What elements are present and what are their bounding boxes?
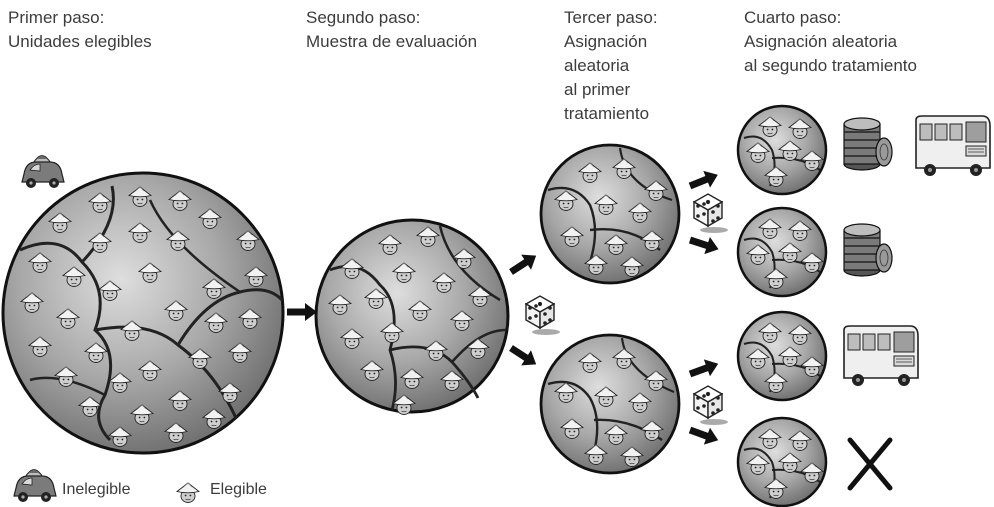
coins-stack-icon [843, 117, 893, 171]
evaluation-sample-globe [314, 218, 510, 415]
subgroup-first-treatment-globe [736, 206, 828, 298]
arrow-a-to-coins-bus-icon [686, 166, 722, 195]
legend-eligible-person-icon [176, 482, 200, 503]
arrow-b-to-none-icon [686, 421, 722, 449]
dice-upper-icon [693, 193, 729, 234]
legend-ineligible-label: Inelegible [62, 481, 131, 498]
dice-lower-icon [693, 385, 729, 426]
ineligible-car-icon [21, 154, 65, 189]
arrow-b-to-bus-icon [686, 355, 722, 383]
x-mark-icon [847, 437, 893, 491]
legend-car-icon [13, 468, 57, 503]
treatment-group-b-globe [539, 333, 681, 475]
arrow-to-upper-group-icon [506, 248, 542, 280]
arrow-a-to-coins-icon [687, 231, 722, 258]
subgroup-both-treatments-globe [736, 104, 828, 196]
step2-title: Segundo paso: Muestra de evaluación [306, 8, 478, 51]
bus-icon [915, 115, 991, 177]
step4-title: Cuarto paso: Asignación aleatoria al seg… [744, 8, 917, 75]
arrow-to-lower-group-icon [506, 340, 542, 372]
treatment-group-a-globe [539, 143, 681, 285]
subgroup-no-treatment-globe [736, 416, 828, 507]
eligible-units-globe [1, 171, 285, 455]
subgroup-second-treatment-globe [736, 310, 828, 402]
arrow-step1-to-step2-icon [287, 303, 317, 321]
bus-icon [843, 325, 919, 387]
step1-title: Primer paso: Unidades elegibles [8, 8, 152, 51]
dice-icon [525, 295, 561, 336]
coins-stack-icon [843, 223, 893, 277]
legend-eligible-label: Elegible [210, 481, 267, 498]
step3-title: Tercer paso: Asignación aleatoria al pri… [564, 8, 658, 123]
